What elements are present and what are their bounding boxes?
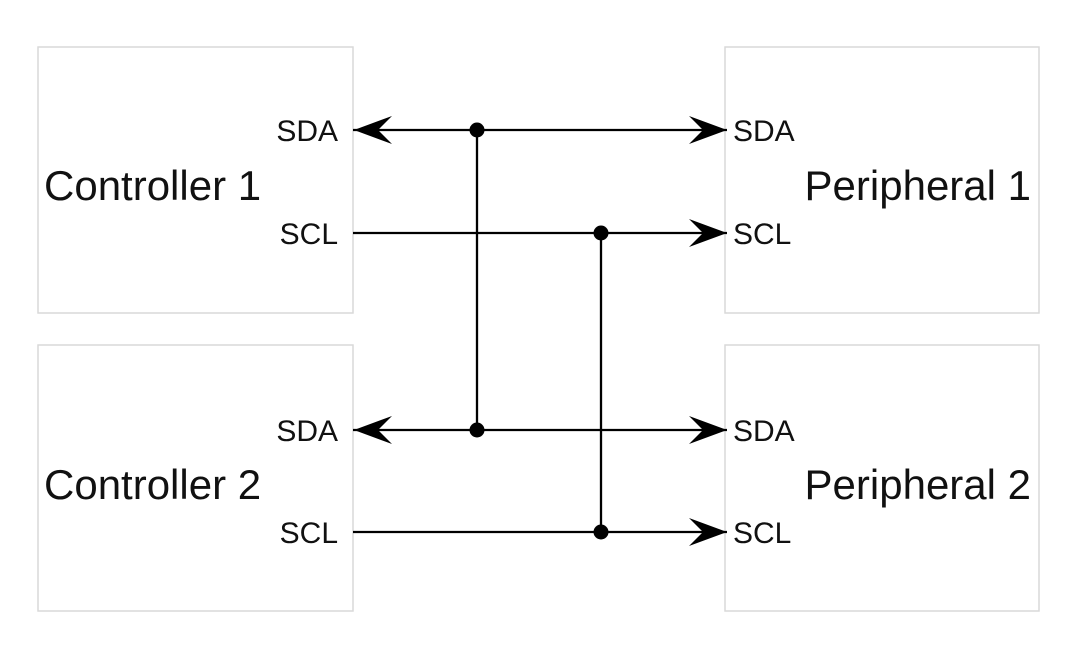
controller1-sda-pin-label: SDA [276, 115, 338, 148]
sda1-junction-dot [469, 122, 485, 138]
sda1-left-arrowhead-icon [354, 116, 392, 144]
peripheral1-title: Peripheral 1 [805, 162, 1031, 209]
sda2-right-arrowhead-icon [689, 416, 727, 444]
peripheral1-scl-pin-label: SCL [733, 218, 791, 251]
sda1-right-arrowhead-icon [689, 116, 727, 144]
controller2-title: Controller 2 [44, 461, 261, 508]
scl1-junction-dot [593, 225, 609, 241]
sda2-left-arrowhead-icon [354, 416, 392, 444]
controller1-scl-pin-label: SCL [280, 218, 338, 251]
scl2-right-arrowhead-icon [689, 518, 727, 546]
controller2-scl-pin-label: SCL [280, 517, 338, 550]
sda2-junction-dot [469, 422, 485, 438]
scl2-junction-dot [593, 524, 609, 540]
peripheral2-title: Peripheral 2 [805, 461, 1031, 508]
controller1-title: Controller 1 [44, 162, 261, 209]
controller2-sda-pin-label: SDA [276, 415, 338, 448]
scl1-right-arrowhead-icon [689, 219, 727, 247]
peripheral1-box [724, 46, 1040, 314]
controller1-box [37, 46, 354, 314]
peripheral2-sda-pin-label: SDA [733, 415, 795, 448]
peripheral2-scl-pin-label: SCL [733, 517, 791, 550]
peripheral1-sda-pin-label: SDA [733, 115, 795, 148]
controller2-box [37, 344, 354, 612]
peripheral2-box [724, 344, 1040, 612]
